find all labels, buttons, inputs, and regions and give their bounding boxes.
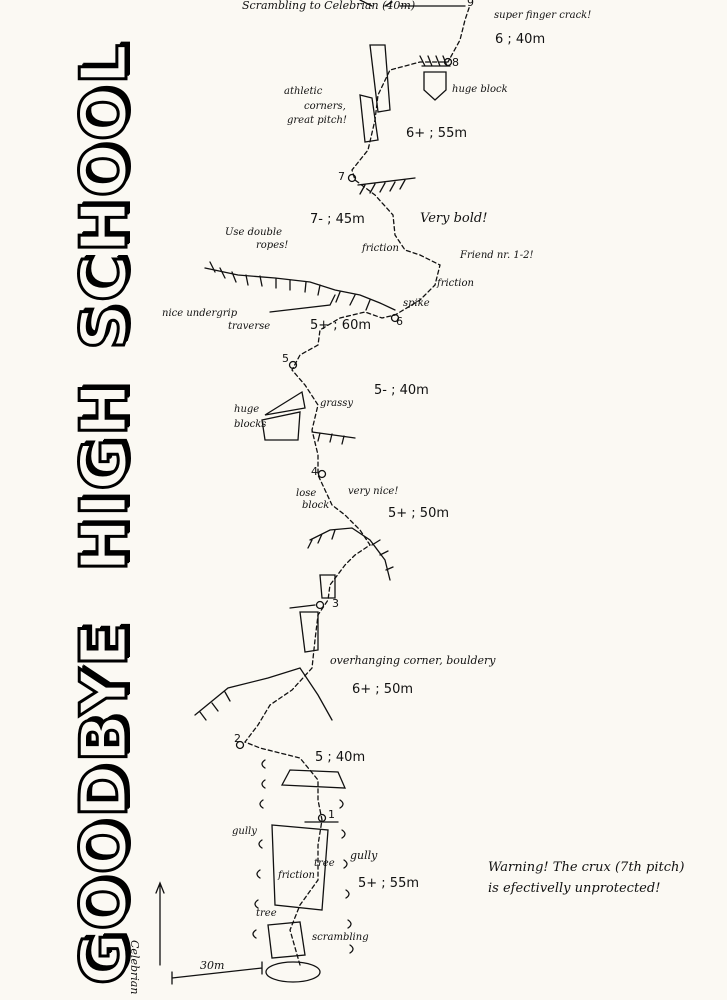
belay-number-5: 5 (282, 352, 289, 365)
label-friction-7: friction (362, 243, 399, 254)
label-friction-1: friction (278, 870, 315, 881)
huge-blocks (261, 390, 306, 441)
scale-bar (171, 961, 263, 985)
grade-pitch-4: 5+ ; 50m (388, 506, 450, 521)
label-very-nice: very nice! (348, 486, 399, 497)
label-very-bold: Very bold! (420, 211, 488, 226)
label-grassy: grassy (320, 398, 354, 409)
label-super-finger-crack: super finger crack! (494, 10, 592, 21)
corner-3 (299, 611, 319, 653)
label-blocks: blocks (234, 419, 267, 430)
label-traverse: traverse (228, 321, 271, 332)
label-corners: corners, (304, 101, 346, 112)
slab-top (280, 769, 347, 789)
corner-4 (319, 574, 336, 599)
belay-number-2: 2 (234, 732, 241, 745)
ledge-7 (357, 177, 416, 195)
ledge-8 (419, 55, 451, 67)
label-athletic: athletic (284, 86, 323, 97)
title-word-school: SCHOOL (67, 40, 144, 351)
grade-pitch-7: 7- ; 45m (310, 212, 365, 227)
corners-8 (359, 44, 391, 143)
grade-pitch-2: 5 ; 40m (315, 750, 366, 765)
belay-number-4: 4 (311, 465, 318, 478)
dihedral-4 (307, 527, 394, 581)
label-huge: huge (234, 404, 260, 415)
belay-number-8: 8 (452, 56, 459, 69)
label-spike: spike (403, 298, 430, 309)
slab-main (271, 824, 329, 911)
grade-pitch-5: 5- ; 40m (374, 383, 429, 398)
north-arrow (155, 881, 165, 966)
grade-pitch-9: 6 ; 40m (495, 32, 546, 47)
label-friend: Friend nr. 1-2! (460, 250, 534, 261)
traverse-ledge (269, 294, 336, 313)
big-roof (204, 261, 396, 311)
grade-pitch-3: 6+ ; 50m (352, 682, 414, 697)
label-huge-block: huge block (452, 84, 508, 95)
slab-bottom (267, 921, 306, 959)
top-arrow (359, 0, 466, 7)
belay-number-1: 1 (328, 808, 335, 821)
title-word-goodbye: GOODBYE (67, 620, 144, 987)
label-tree-upper: tree (314, 858, 335, 869)
label-great-pitch: great pitch! (287, 115, 347, 126)
belay-number-7: 7 (338, 170, 345, 183)
label-celebrian: Celebrian (128, 940, 141, 995)
label-ropes: ropes! (256, 240, 289, 251)
grade-pitch-1: 5+ ; 55m (358, 876, 420, 891)
start-oval (265, 961, 321, 983)
label-gully-right: gully (350, 849, 378, 862)
grade-pitch-6: 5+ ; 60m (310, 318, 372, 333)
title-word-high: HIGH (67, 379, 144, 573)
label-lose: lose (296, 488, 317, 499)
grade-pitch-8: 6+ ; 55m (406, 126, 468, 141)
top-scrambling-note: Scrambling to Celebrian (40m) (242, 0, 416, 12)
label-tree-lower: tree (256, 908, 277, 919)
belay-number-9: 9 (467, 0, 474, 9)
ledge-2 (194, 667, 333, 721)
label-overhanging-corner: overhanging corner, bouldery (330, 654, 496, 667)
huge-block-8 (423, 71, 447, 101)
belay-number-3: 3 (332, 597, 339, 610)
label-scrambling: scrambling (312, 932, 369, 943)
warning-line-2: is efectivelly unprotected! (488, 880, 661, 896)
belay-number-6: 6 (396, 315, 403, 328)
label-friction-6: friction (437, 278, 474, 289)
gully-marks-left (252, 759, 266, 939)
label-block: block (302, 500, 330, 511)
ledge-5 (311, 431, 356, 445)
warning-line-1: Warning! The crux (7th pitch) (488, 860, 685, 875)
label-nice-undergrip: nice undergrip (162, 308, 238, 319)
label-gully-left: gully (232, 826, 257, 837)
gully-marks-right (339, 799, 354, 954)
roof-3 (289, 604, 316, 609)
label-use-double: Use double (225, 227, 283, 238)
label-scale: 30m (200, 959, 225, 972)
route-line (243, 4, 471, 966)
warning-note: Warning! The crux (7th pitch) is efectiv… (488, 858, 684, 900)
